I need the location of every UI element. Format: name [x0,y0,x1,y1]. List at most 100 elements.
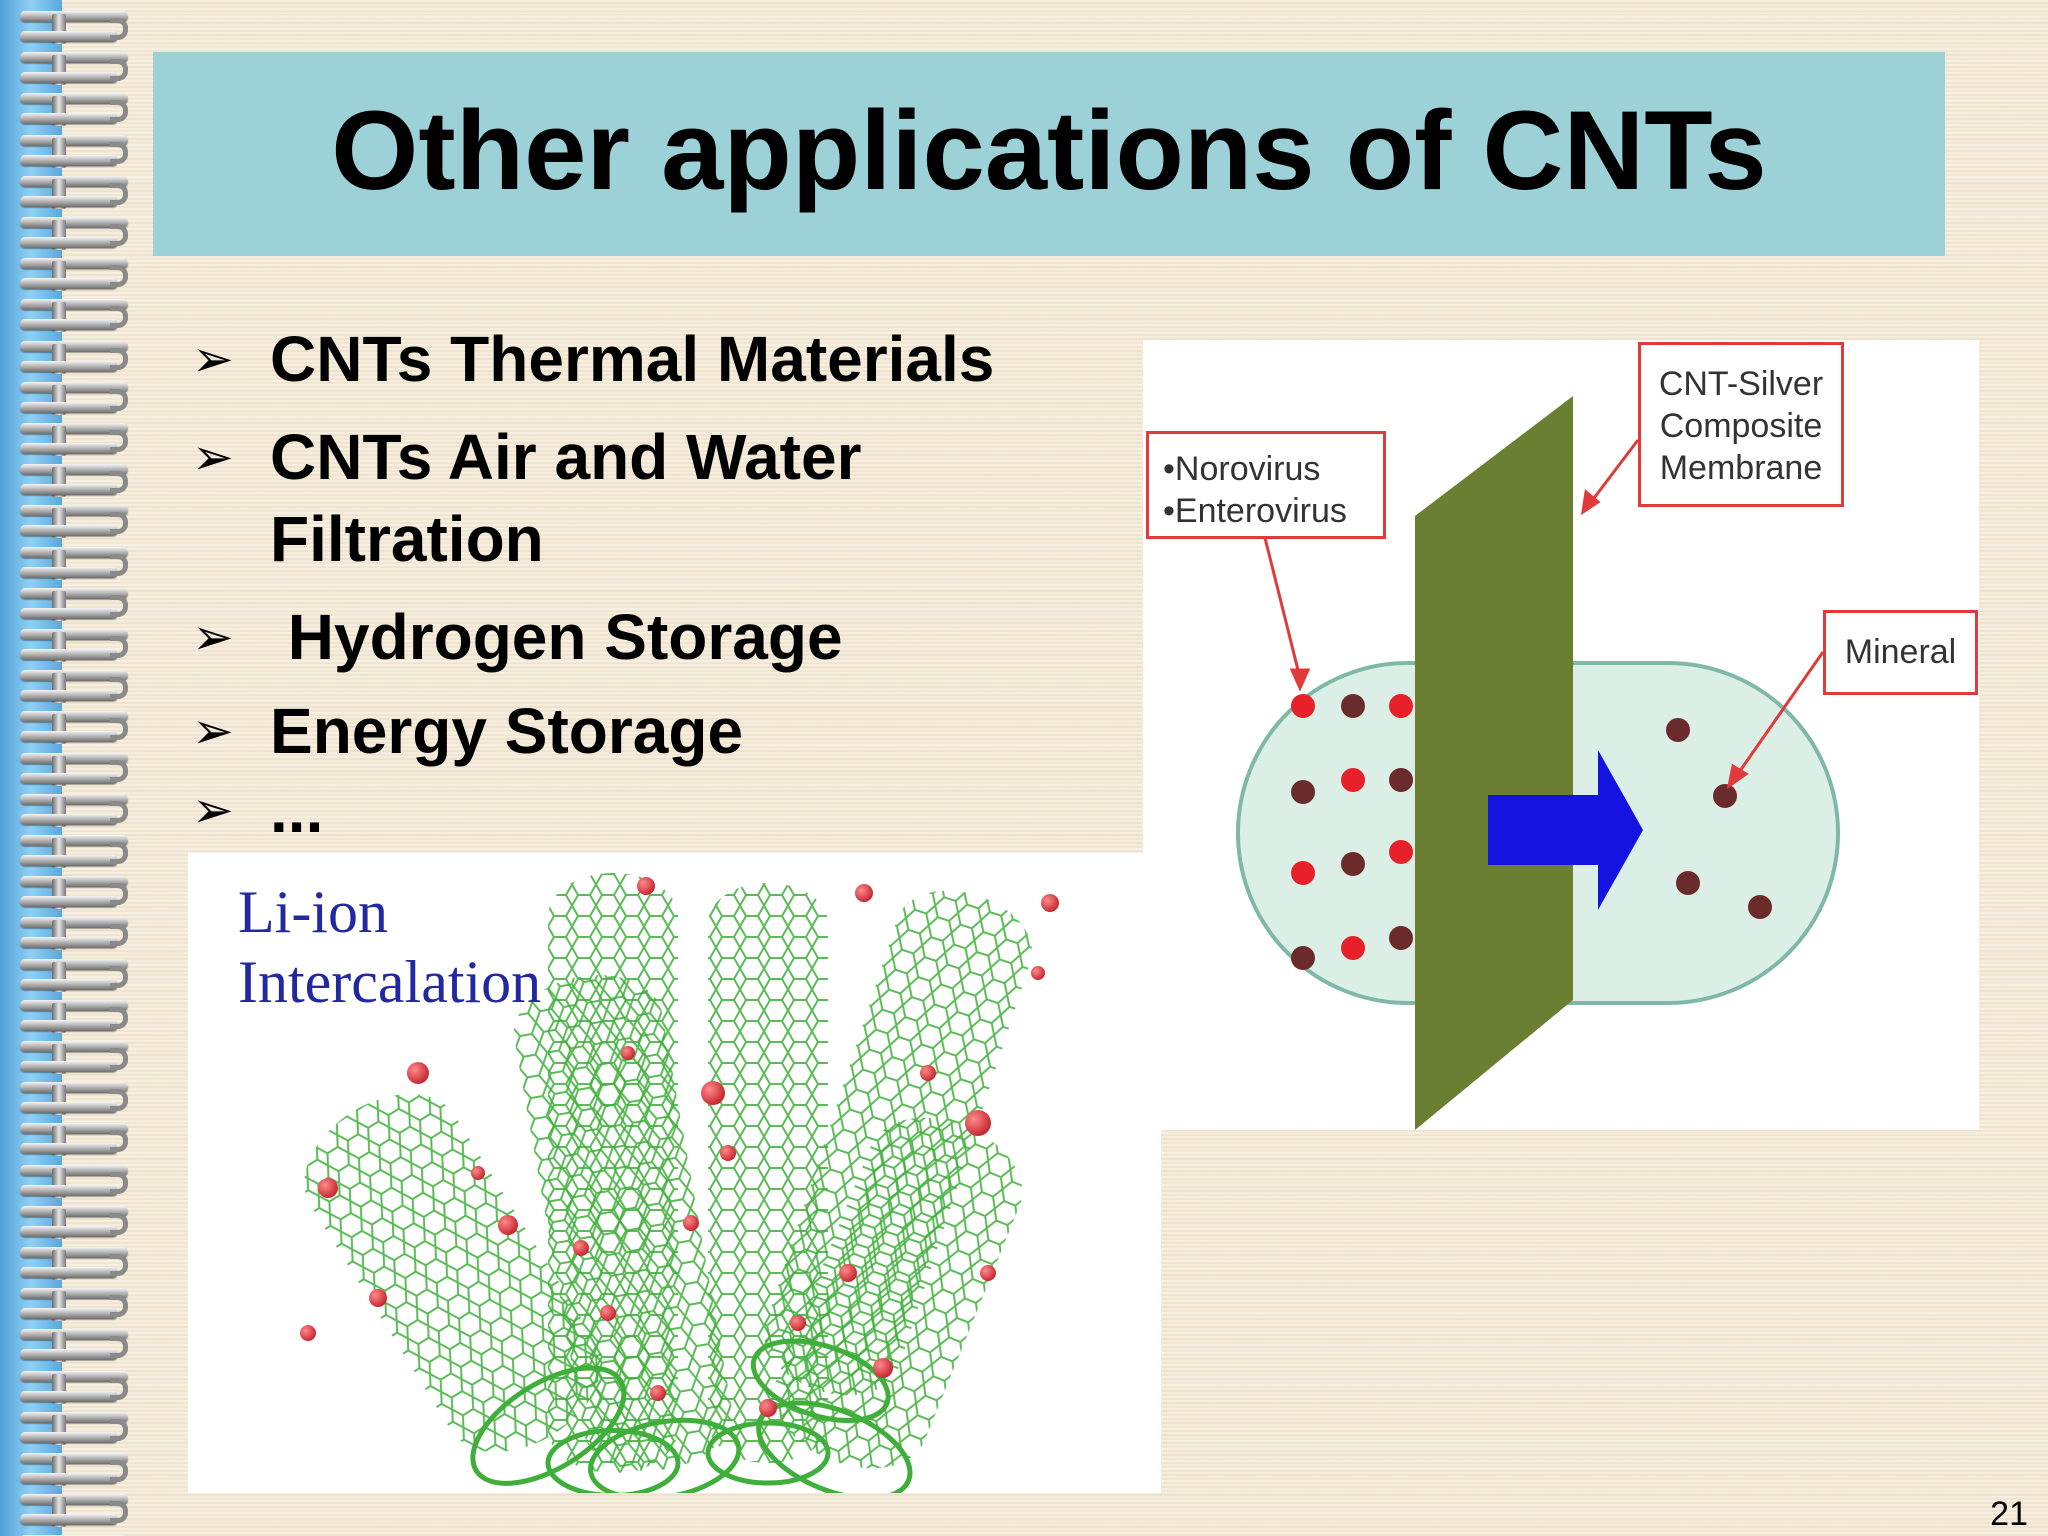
binding-ring [0,956,135,996]
bullet-text: CNTs Thermal Materials [270,323,995,395]
nanotube [304,1094,627,1486]
mineral-particles [1666,718,1772,919]
nanotube [756,1117,1023,1493]
binding-ring [0,1450,135,1490]
binding-ring [0,1368,135,1408]
mineral-label: Mineral [1823,610,1978,695]
lithium-ion [839,1264,857,1282]
binding-ring [0,1120,135,1160]
binding-ring [0,997,135,1037]
binding-ring [0,420,135,460]
binding-ring [0,914,135,954]
lithium-ion [318,1178,338,1198]
bullet-item: ➢ ... [192,778,1092,842]
lithium-ion [790,1315,806,1331]
lithium-ion [1031,966,1045,980]
lithium-ion [471,1166,485,1180]
flow-arrow [1488,750,1643,910]
binding-ring [0,296,135,336]
bullet-item: ➢ CNTs Air and Water Filtration [192,416,1092,580]
lithium-ion [621,1046,635,1060]
binding-ring [0,626,135,666]
membrane-label-line: Composite [1659,407,1823,445]
binding-ring [0,1162,135,1202]
binding-ring [0,873,135,913]
binding-ring [0,1203,135,1243]
norovirus-label: •Norovirus [1163,450,1321,488]
binding-ring [0,1409,135,1449]
binding-ring [0,461,135,501]
lithium-ion [683,1215,699,1231]
bullet-text: CNTs Air and Water Filtration [270,421,862,575]
binding-ring [0,255,135,295]
lithium-ion [650,1385,666,1401]
enterovirus-label: •Enterovirus [1163,492,1347,530]
binding-ring [0,1326,135,1366]
filtration-diagram: •Norovirus •Enterovirus CNT-Silver Compo… [1143,340,1979,1130]
page-number: 21 [1990,1495,2028,1533]
bullet-text: ... [270,774,324,846]
lithium-ion [637,877,655,895]
binding-ring [0,90,135,130]
lithium-ion [920,1065,936,1081]
li-ion-label-line: Li-ion [238,879,388,945]
binding-ring [0,379,135,419]
binding-edge [0,0,62,1536]
lithium-ion [407,1062,429,1084]
arrow-bullet-icon: ➢ [192,331,234,387]
binding-ring [0,1491,135,1531]
lithium-ion [573,1240,589,1256]
membrane-label: CNT-Silver Composite Membrane [1638,342,1844,507]
bullet-item: ➢ Hydrogen Storage [192,596,1092,678]
binding-ring [0,791,135,831]
binding-ring [0,173,135,213]
nanotube-graphic [300,873,1059,1493]
arrow-bullet-icon: ➢ [192,429,234,485]
binding-ring [0,585,135,625]
binding-ring [0,1079,135,1119]
membrane-plane [1415,396,1573,1130]
binding-ring [0,502,135,542]
binding-ring [0,1038,135,1078]
filtration-graphic [1236,396,1840,1130]
binding-ring [0,708,135,748]
lithium-ion [498,1215,518,1235]
lithium-ion [873,1358,893,1378]
bullet-text: Energy Storage [270,695,744,767]
bullet-list: ➢ CNTs Thermal Materials ➢ CNTs Air and … [192,318,1092,856]
membrane-label-line: CNT-Silver [1658,365,1824,403]
bullet-item: ➢ Energy Storage [192,690,1092,772]
arrow-bullet-icon: ➢ [192,609,234,665]
binding-ring [0,1244,135,1284]
lithium-ion [965,1110,991,1136]
binding-ring [0,49,135,89]
arrow-bullet-icon: ➢ [192,703,234,759]
bullet-text: Hydrogen Storage [270,601,843,673]
membrane-label-line: Membrane [1659,449,1823,487]
arrow-bullet-icon: ➢ [192,782,234,838]
spiral-binding [0,0,140,1536]
lithium-ion [600,1305,616,1321]
li-ion-label: Li-ion Intercalation [238,877,541,1017]
binding-ring [0,338,135,378]
bullet-item: ➢ CNTs Thermal Materials [192,318,1092,400]
binding-ring [0,667,135,707]
virus-particles [1291,694,1413,970]
lithium-ion [1041,894,1059,912]
lithium-ion [980,1265,996,1281]
nanotube [513,975,742,1493]
title-band: Other applications of CNTs [153,52,1945,256]
lithium-ion [369,1289,387,1307]
binding-ring [0,1532,135,1536]
binding-ring [0,132,135,172]
slide-title: Other applications of CNTs [331,87,1767,213]
binding-ring [0,750,135,790]
binding-ring [0,8,135,48]
binding-ring [0,832,135,872]
lithium-ion [300,1325,316,1341]
lithium-ion [855,884,873,902]
lithium-ion [759,1399,777,1417]
label-pointers [1263,439,1825,790]
li-ion-label-line: Intercalation [238,949,542,1015]
